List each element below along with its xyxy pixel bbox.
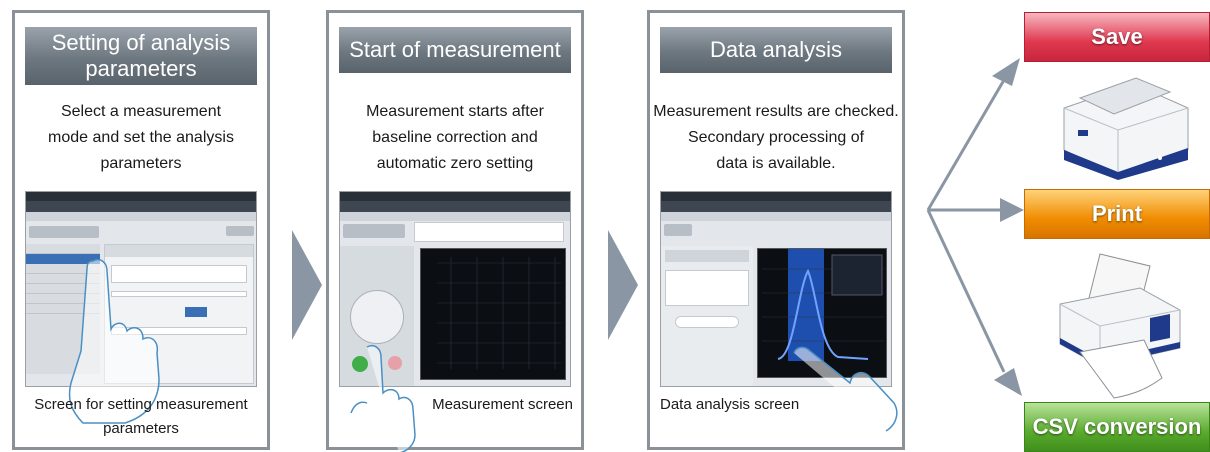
- desc-line: Select a measurement: [60, 103, 222, 120]
- panel-caption: Measurement screen: [432, 393, 573, 417]
- print-label: Print: [1091, 201, 1143, 226]
- desc-line: parameters: [100, 155, 182, 172]
- panel-description: Select a measurement mode and set the an…: [21, 99, 261, 177]
- panel-description: Measurement results are checked. Seconda…: [652, 99, 900, 177]
- desc-line: Measurement results are checked.: [653, 103, 899, 120]
- desc-line: baseline correction and: [372, 129, 538, 146]
- panel-title-line1: Setting of analysis: [51, 30, 231, 55]
- caption-line: Screen for setting measurement: [34, 396, 248, 413]
- panel-data-analysis: Data analysis Measurement results are ch…: [647, 10, 905, 450]
- spectrophotometer-icon: [1063, 77, 1189, 180]
- hand-pointer-icon: [68, 259, 160, 424]
- caption-line: parameters: [103, 420, 179, 437]
- branch-arrows: [926, 58, 1024, 396]
- flow-chevron-icon: [608, 230, 638, 340]
- panel-title: Setting of analysis parameters: [25, 27, 257, 85]
- panel-analysis-parameters: Setting of analysis parameters Select a …: [12, 10, 270, 450]
- hand-pointer-icon: [793, 346, 898, 432]
- desc-line: Measurement starts after: [366, 103, 544, 120]
- panel-title-line2: parameters: [85, 56, 197, 81]
- desc-line: data is available.: [716, 155, 836, 172]
- panel-start-measurement: Start of measurement Measurement starts …: [326, 10, 584, 452]
- caption-text: Data analysis screen: [660, 396, 800, 413]
- hand-pointer-icon: [350, 345, 416, 452]
- save-label: Save: [1091, 24, 1143, 49]
- panel-caption: Data analysis screen: [660, 393, 799, 417]
- desc-line: Secondary processing of: [687, 129, 865, 146]
- parameter-screen-thumbnail: [25, 191, 257, 387]
- analysis-screen-thumbnail: [660, 191, 892, 387]
- save-box: Save: [1024, 12, 1210, 62]
- flow-chevron-icon: [292, 230, 322, 340]
- csv-conversion-box: CSV conversion: [1024, 402, 1210, 452]
- panel-title: Data analysis: [660, 27, 892, 73]
- csv-conversion-label: CSV conversion: [1032, 414, 1202, 439]
- panel-title-text: Start of measurement: [349, 37, 561, 62]
- printer-icon: [1059, 253, 1181, 399]
- caption-text: Measurement screen: [432, 396, 573, 413]
- panel-description: Measurement starts after baseline correc…: [335, 99, 575, 177]
- panel-title: Start of measurement: [339, 27, 571, 73]
- panel-caption: Screen for setting measurement parameter…: [23, 393, 259, 441]
- desc-line: automatic zero setting: [376, 155, 534, 172]
- panel-title-text: Data analysis: [709, 37, 843, 62]
- desc-line: mode and set the analysis: [48, 129, 234, 146]
- print-box: Print: [1024, 189, 1210, 239]
